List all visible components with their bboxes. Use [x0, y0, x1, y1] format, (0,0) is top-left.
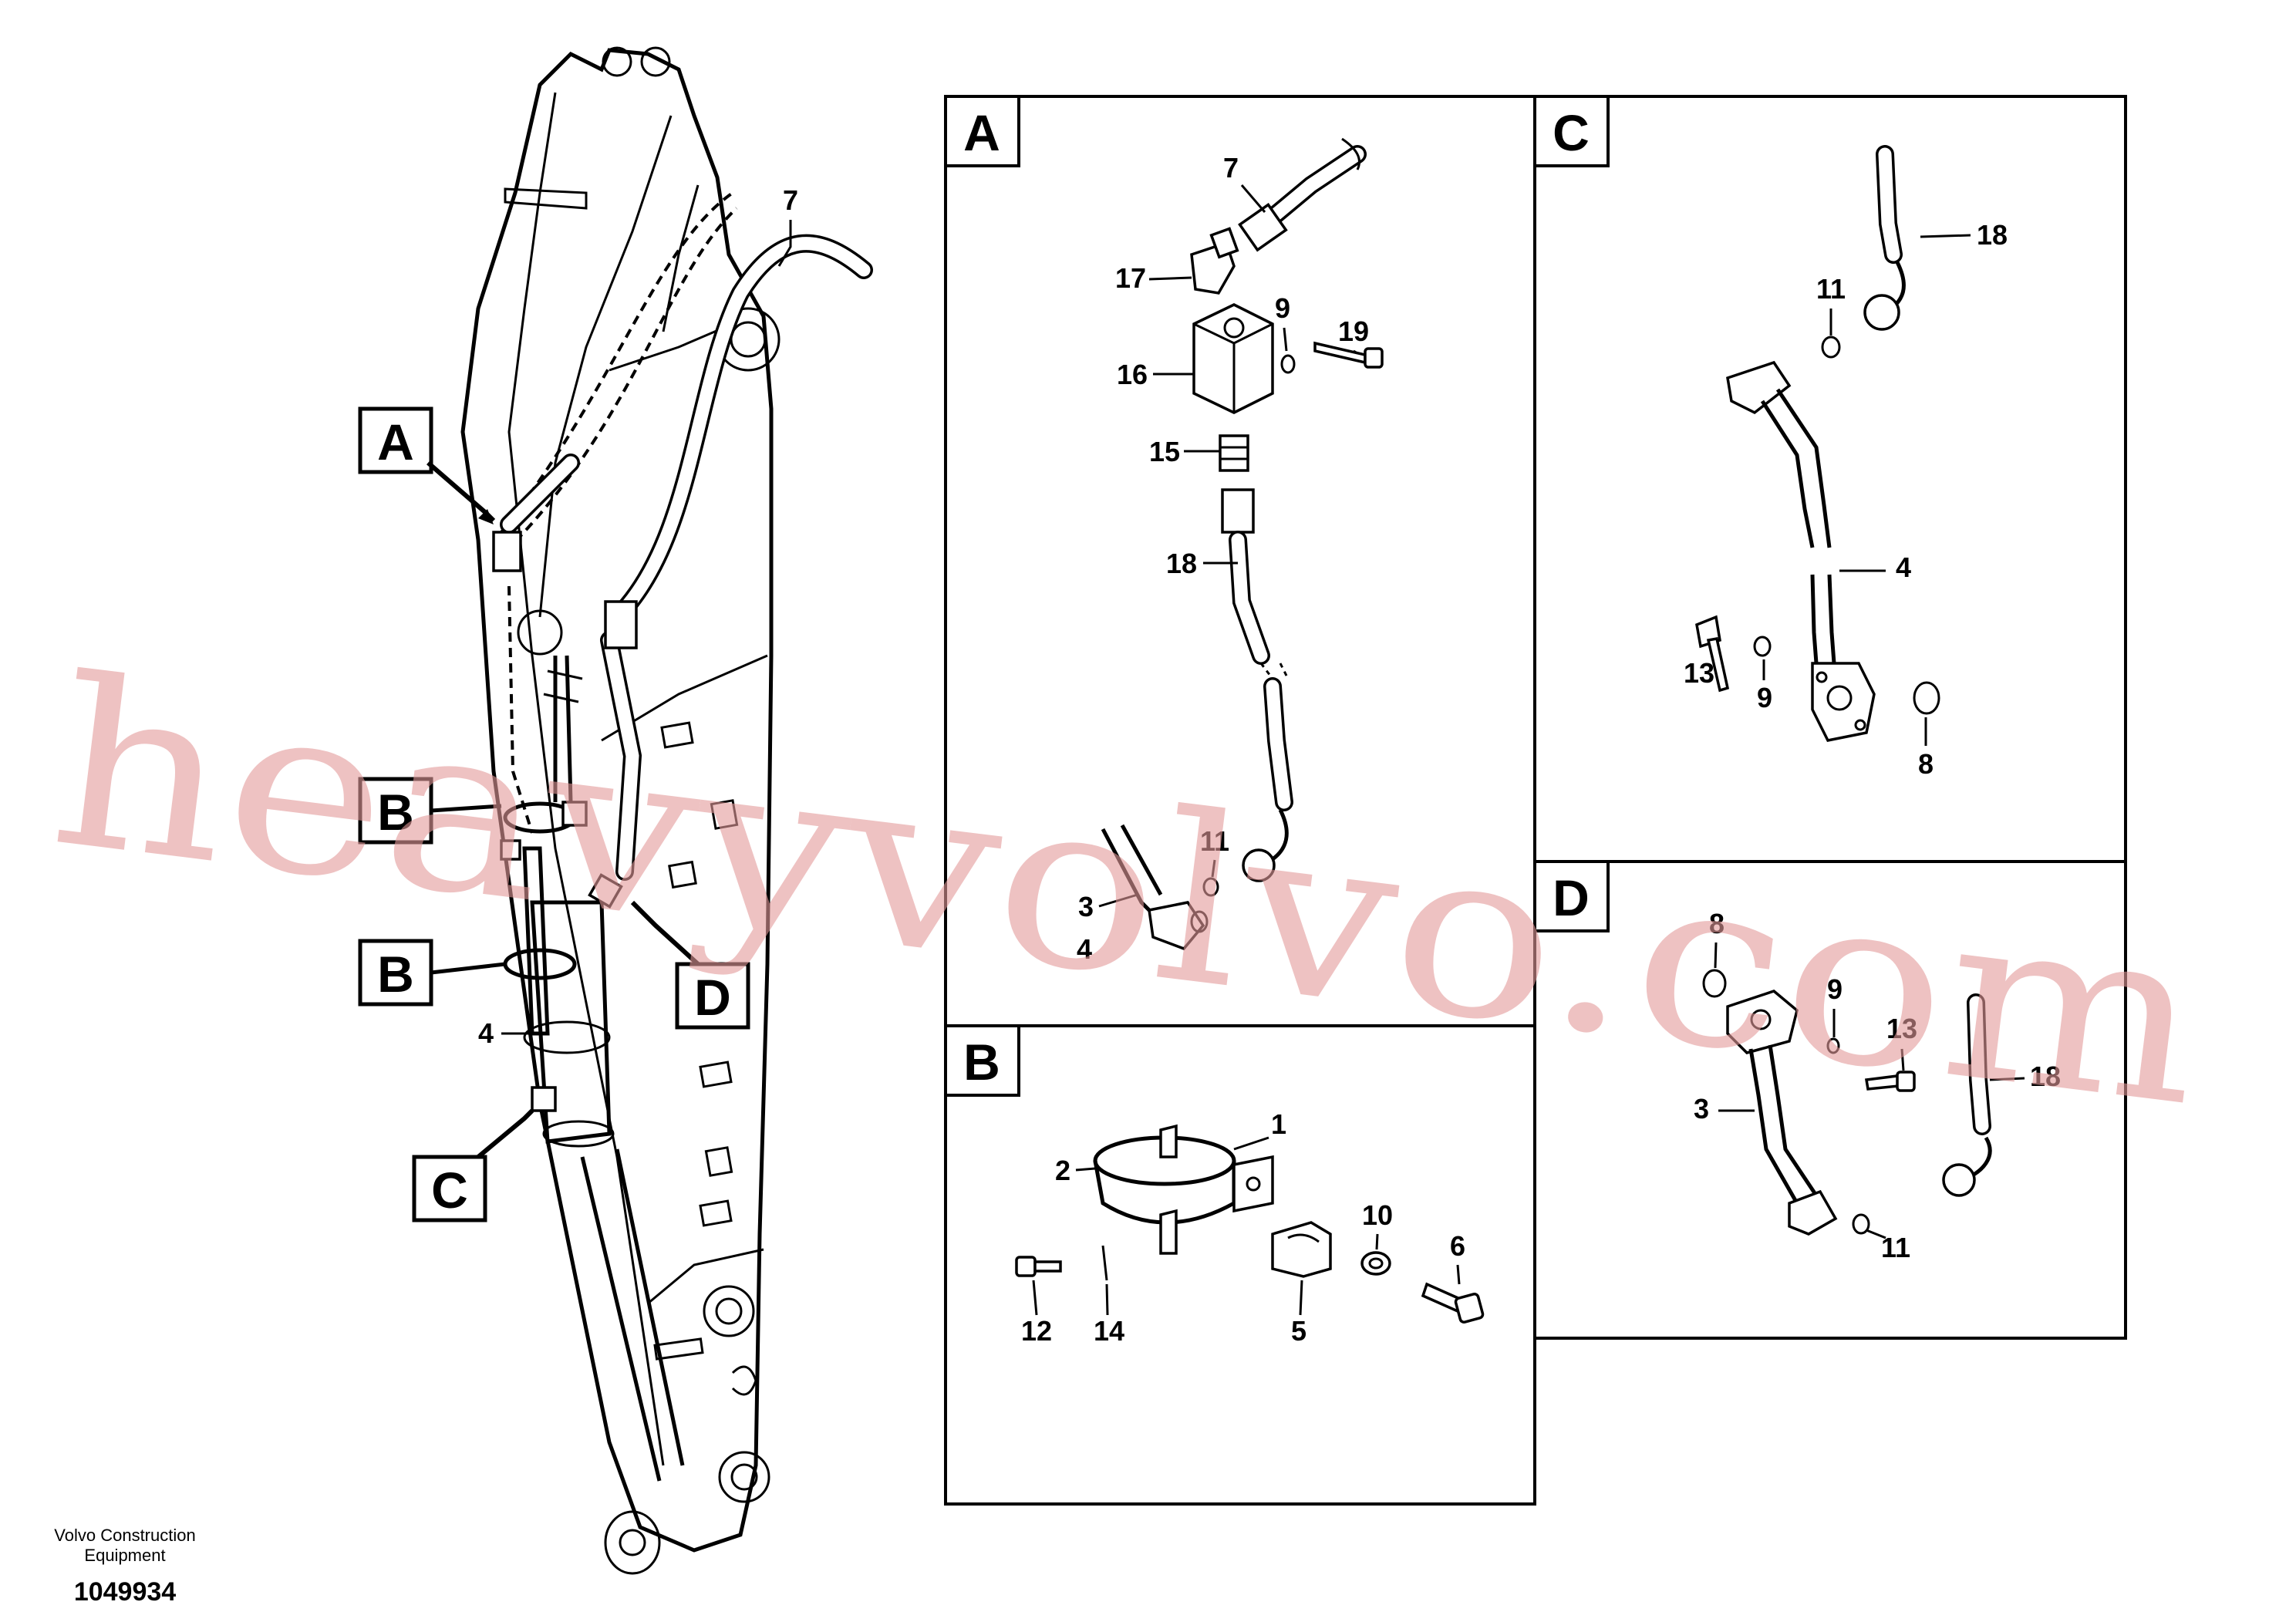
drawing-number: 1049934 — [74, 1577, 176, 1607]
svg-text:9: 9 — [1827, 973, 1843, 1005]
svg-text:A: A — [963, 104, 1000, 161]
svg-text:3: 3 — [1694, 1093, 1709, 1125]
svg-text:4: 4 — [1077, 933, 1092, 965]
view-a-parts: 7 17 9 19 16 15 18 11 3 4 — [1077, 137, 1384, 965]
svg-text:B: B — [377, 946, 414, 1003]
view-d-parts: 8 9 13 18 3 11 — [1694, 908, 2061, 1263]
svg-text:B: B — [963, 1034, 1000, 1091]
boom-illustration — [460, 46, 873, 1575]
main-label-B1: B — [358, 777, 502, 845]
svg-text:9: 9 — [1275, 292, 1290, 324]
view-tag-A: A — [944, 95, 1020, 167]
svg-text:A: A — [377, 413, 414, 470]
svg-text:C: C — [431, 1162, 468, 1219]
svg-text:15: 15 — [1149, 436, 1180, 467]
svg-text:D: D — [694, 969, 731, 1026]
svg-text:10: 10 — [1362, 1199, 1393, 1231]
svg-text:7: 7 — [783, 184, 798, 216]
main-label-D: D — [630, 900, 750, 1030]
svg-text:13: 13 — [1886, 1013, 1917, 1044]
svg-text:18: 18 — [1166, 548, 1197, 579]
svg-text:12: 12 — [1021, 1315, 1052, 1347]
main-label-C: C — [412, 1108, 534, 1222]
view-b-parts: 1 2 10 6 12 14 5 — [1015, 1108, 1485, 1347]
svg-text:9: 9 — [1757, 682, 1772, 713]
view-c-parts: 18 11 4 13 9 8 — [1684, 145, 2008, 780]
svg-text:18: 18 — [1977, 219, 2008, 251]
main-callouts: 7 4 — [478, 184, 798, 1049]
svg-text:7: 7 — [1223, 152, 1239, 184]
svg-text:5: 5 — [1291, 1315, 1306, 1347]
footer: Volvo Construction Equipment 1049934 — [54, 1526, 195, 1607]
view-tag-D: D — [1533, 860, 1610, 932]
svg-text:1: 1 — [1271, 1108, 1286, 1140]
svg-text:13: 13 — [1684, 657, 1714, 689]
svg-text:C: C — [1553, 104, 1590, 161]
brand-line-2: Equipment — [84, 1546, 165, 1565]
svg-text:14: 14 — [1094, 1315, 1124, 1347]
detail-frames — [944, 95, 2127, 1506]
svg-text:4: 4 — [478, 1017, 494, 1049]
svg-text:4: 4 — [1896, 551, 1911, 583]
svg-text:11: 11 — [1200, 825, 1229, 857]
svg-text:16: 16 — [1117, 359, 1148, 390]
svg-text:3: 3 — [1078, 891, 1094, 922]
svg-text:19: 19 — [1338, 315, 1369, 347]
svg-text:6: 6 — [1450, 1230, 1465, 1262]
svg-text:8: 8 — [1709, 908, 1725, 939]
main-label-A: A — [358, 406, 496, 524]
svg-text:8: 8 — [1918, 748, 1934, 780]
svg-text:11: 11 — [1816, 273, 1846, 305]
svg-text:17: 17 — [1115, 262, 1146, 294]
svg-text:B: B — [377, 784, 414, 841]
brand-line-1: Volvo Construction — [54, 1526, 195, 1545]
view-tag-B: B — [944, 1024, 1020, 1097]
svg-text:2: 2 — [1055, 1155, 1070, 1186]
svg-text:18: 18 — [2030, 1061, 2061, 1092]
main-label-B2: B — [358, 939, 506, 1007]
svg-text:D: D — [1553, 869, 1590, 926]
view-tag-C: C — [1533, 95, 1610, 167]
watermark: heavyvolvo.com — [40, 627, 2217, 1158]
svg-text:11: 11 — [1881, 1232, 1910, 1263]
